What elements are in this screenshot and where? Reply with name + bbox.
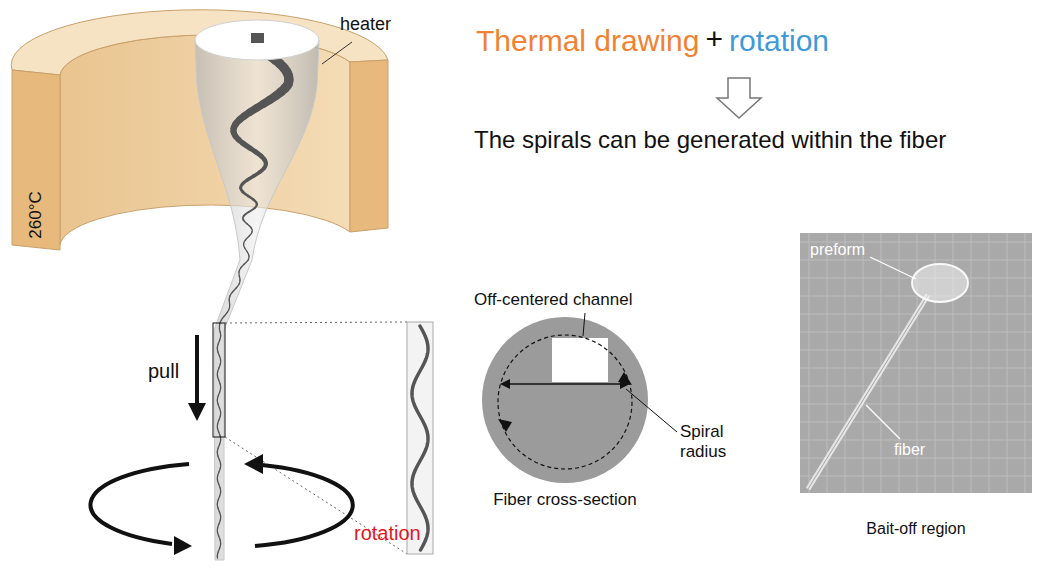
spiral-channel	[248, 256, 250, 260]
leader-line	[583, 313, 585, 336]
radius-label: Spiral radius	[680, 422, 742, 461]
zoomed-fiber	[407, 322, 433, 554]
spiral-channel	[233, 288, 237, 292]
spiral-channel	[217, 500, 219, 504]
spiral-channel	[249, 232, 252, 236]
spiral-channel	[236, 284, 239, 288]
leader-line	[626, 389, 677, 432]
spiral-channel	[243, 220, 247, 224]
spiral-channel	[227, 308, 229, 312]
spiral-channel	[217, 344, 219, 348]
title-part: Thermal drawing	[476, 24, 699, 59]
spiral-channel	[245, 236, 249, 240]
spiral-channel	[241, 264, 245, 268]
photo-label: preform	[810, 241, 865, 259]
spiral-channel	[247, 224, 251, 228]
spiral-channel	[217, 348, 219, 352]
photo-panel: preformfiberBait-off region	[800, 233, 1032, 493]
pull-label: pull	[148, 360, 179, 383]
subtitle: The spirals can be generated within the …	[474, 126, 946, 154]
leader-line	[322, 42, 352, 64]
spiral-channel	[217, 396, 219, 400]
pull-arrow	[188, 335, 206, 421]
spiral-channel	[217, 556, 218, 558]
heater	[11, 10, 388, 250]
spiral-channel	[219, 492, 221, 496]
spiral-channel	[219, 544, 221, 548]
spiral-channel	[224, 312, 227, 316]
channel-label: Off-centered channel	[474, 290, 632, 310]
spiral-channel	[230, 292, 233, 296]
spiral-channel	[217, 452, 219, 456]
spiral-channel	[249, 208, 255, 212]
fiber-cross-section	[482, 317, 648, 483]
down-arrow	[717, 78, 761, 118]
spiral-channel	[217, 400, 219, 404]
temperature-label: 260°C	[26, 191, 46, 238]
heater-label: heater	[340, 14, 391, 35]
spiral-channel	[244, 240, 246, 244]
spiral-channel	[239, 276, 241, 280]
spiral-channel	[244, 260, 248, 264]
spiral-channel	[238, 280, 240, 284]
spiral-channel	[217, 504, 219, 508]
spiral-channel	[221, 316, 224, 320]
spiral-channel	[239, 268, 241, 272]
spiral-channel	[219, 328, 221, 332]
zoom-line	[225, 322, 407, 323]
title-part: +	[705, 22, 723, 57]
spiral-channel	[219, 388, 221, 392]
spiral-channel	[217, 552, 219, 556]
spiral-channel	[244, 212, 249, 216]
rotation-label: rotation	[354, 522, 421, 545]
zoom-frame	[213, 323, 225, 437]
preform-figure	[195, 20, 319, 560]
title-part: rotation	[729, 24, 829, 59]
spiral-channel	[245, 248, 248, 252]
spiral-channel	[217, 448, 219, 452]
spiral-channel	[229, 296, 231, 300]
section-caption: Fiber cross-section	[493, 490, 637, 510]
spiral-channel	[219, 336, 221, 340]
photo-label: fiber	[894, 441, 925, 459]
photo-caption: Bait-off region	[866, 520, 965, 538]
spiral-channel	[251, 228, 253, 232]
spiral-channel	[219, 440, 221, 444]
rotation-arrow	[90, 454, 352, 555]
